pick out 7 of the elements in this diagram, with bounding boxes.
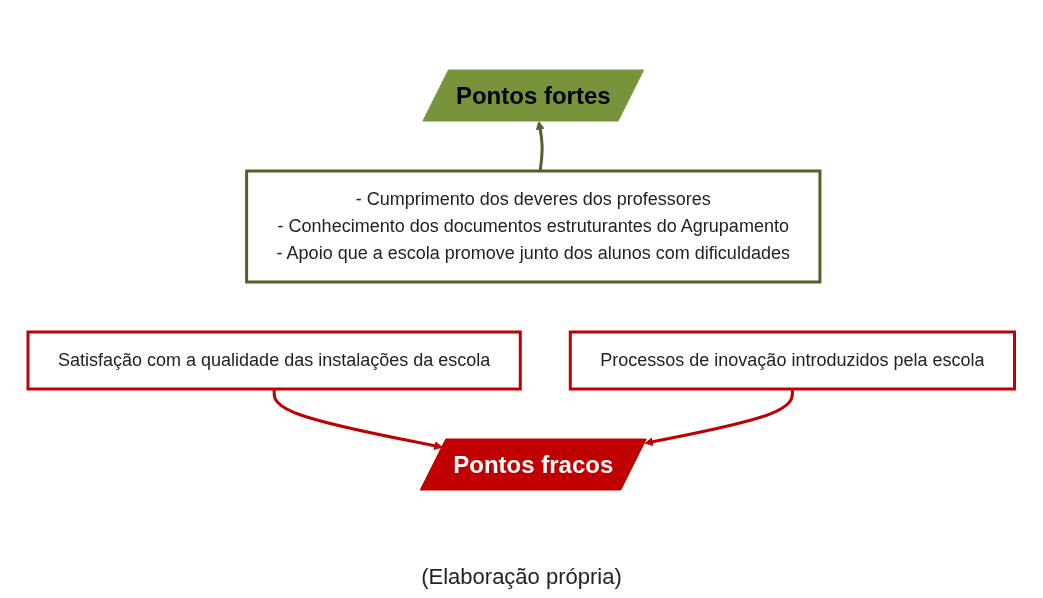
node-box: - Cumprimento dos deveres dos professores - Conhecimento dos documentos estruturantes do Agrupamento - Apoio que a escola promove junto dos alunos com dificuldades: [245, 169, 822, 284]
arrow: [272, 389, 444, 450]
arrow: [644, 389, 795, 447]
caption: (Elaboração própria): [421, 563, 622, 591]
node-box: Processos de inovação introduzidos pela escola: [569, 330, 1017, 391]
arrow: [536, 121, 545, 172]
node-box: Satisfação com a qualidade das instalações da escola: [26, 330, 522, 391]
